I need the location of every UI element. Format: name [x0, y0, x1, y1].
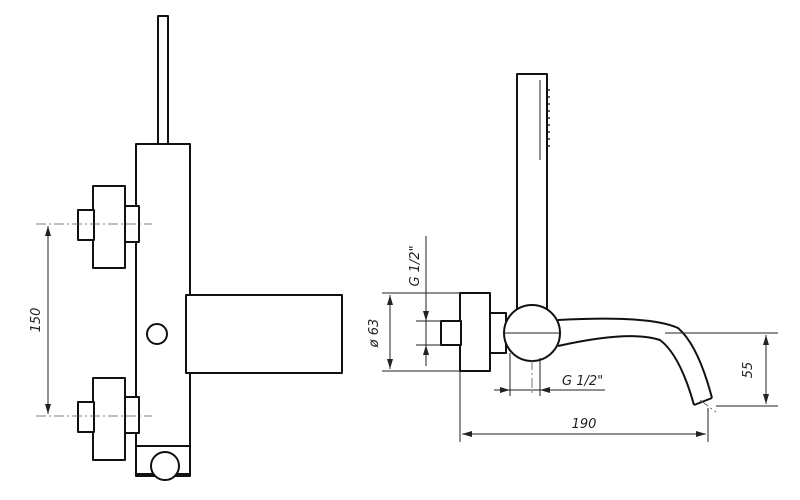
dimension-projection: 190: [459, 371, 709, 442]
dimension-thread-left: G 1/2": [408, 236, 441, 366]
side-view: G 1/2" ø 63 G 1/2" 55: [367, 73, 778, 442]
dimension-label-thread-bottom: G 1/2": [562, 374, 603, 389]
dimension-label-thread-left: G 1/2": [408, 245, 423, 286]
inlet-nipple: [440, 320, 462, 346]
hose-connector: [135, 445, 191, 481]
spout-block: [185, 294, 343, 374]
dimension-label-55: 55: [741, 362, 756, 379]
front-view: 150: [29, 15, 343, 481]
dimension-thread-bottom: G 1/2": [494, 353, 605, 396]
mixer-body: [135, 143, 191, 477]
dimension-label-150: 150: [29, 308, 44, 333]
upper-inlet: [77, 185, 140, 269]
dimension-label-diameter: ø 63: [367, 319, 382, 349]
control-knob: [146, 323, 168, 345]
hand-shower: [516, 73, 550, 315]
dimension-spout-height: 55: [665, 332, 778, 407]
curved-spout: [557, 317, 713, 399]
wall-flange: [459, 292, 491, 372]
lower-inlet: [77, 377, 140, 461]
dimension-inlet-spacing: 150: [29, 226, 51, 414]
dimension-label-190: 190: [572, 417, 597, 432]
dimension-body-diameter: ø 63: [367, 292, 460, 372]
shower-rail: [157, 15, 169, 145]
